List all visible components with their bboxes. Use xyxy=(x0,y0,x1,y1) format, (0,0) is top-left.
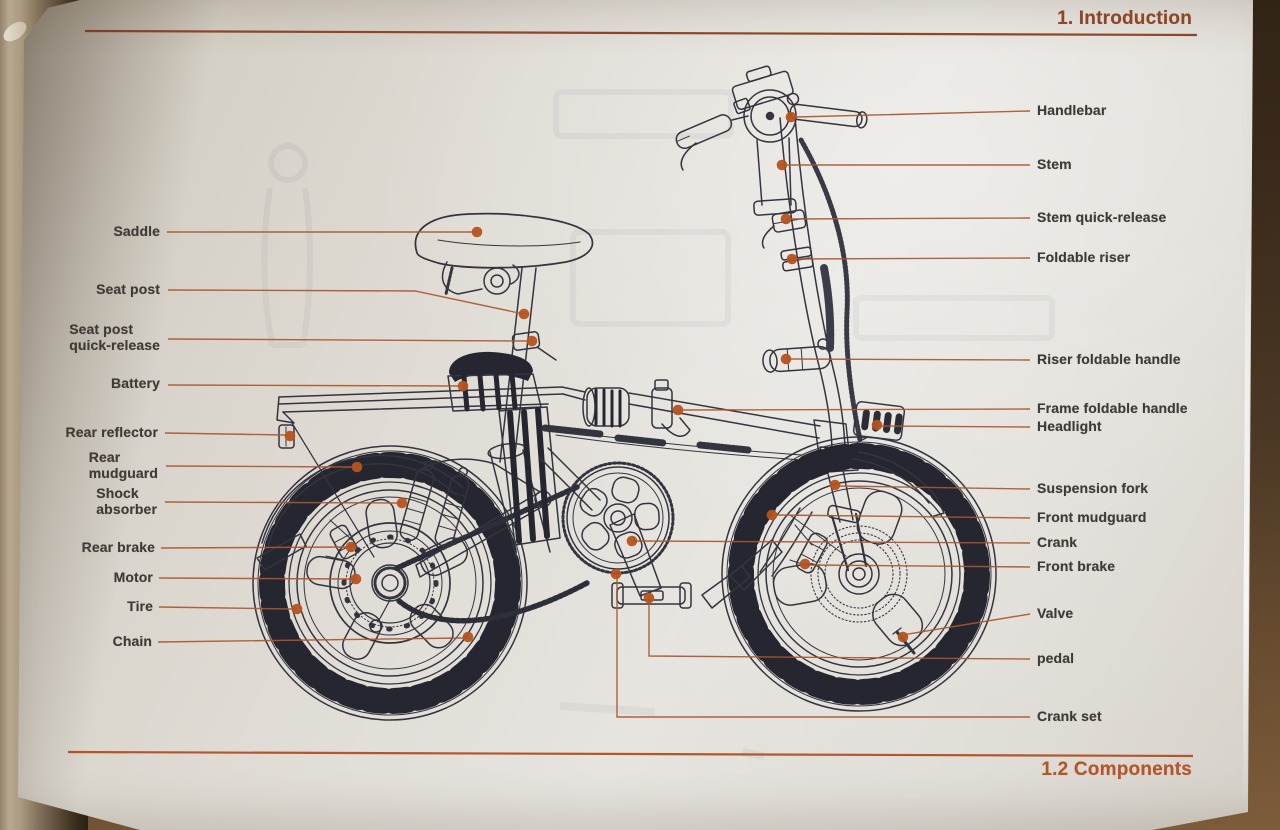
tensioner-wheel xyxy=(369,619,383,633)
part-marker-stem-quick-release xyxy=(780,213,792,225)
headlight-part xyxy=(851,401,906,453)
shock-absorber-right xyxy=(434,466,470,547)
part-label-stem: Stem xyxy=(1037,156,1072,173)
shock-absorber-left xyxy=(399,460,435,541)
part-label-seat-post: Seat post xyxy=(96,281,160,298)
part-label-chain: Chain xyxy=(112,633,152,650)
crank-arm xyxy=(609,513,662,597)
foldable-riser-part xyxy=(761,116,863,449)
hub-motor xyxy=(329,522,451,644)
footer-rule xyxy=(67,750,1194,758)
shock-top-bracket xyxy=(419,458,541,493)
part-label-rear-reflector: Rear reflector xyxy=(65,424,158,441)
part-marker-handlebar xyxy=(785,111,797,123)
part-marker-crank xyxy=(626,535,638,547)
part-label-front-brake: Front brake xyxy=(1037,558,1116,575)
chain-lower xyxy=(396,580,590,624)
part-marker-rear-brake xyxy=(345,541,357,553)
part-marker-pedal xyxy=(643,592,655,604)
frame-folding-hinge xyxy=(582,379,691,437)
part-label-stem-quick-release: Stem quick-release xyxy=(1037,209,1167,226)
down-tube xyxy=(539,447,601,511)
cable-bundle xyxy=(541,424,803,461)
header-rule xyxy=(84,29,1198,37)
part-label-front-mudguard: Front mudguard xyxy=(1037,509,1147,526)
part-marker-battery xyxy=(457,380,469,392)
part-label-crank: Crank xyxy=(1037,534,1078,551)
part-label-saddle: Saddle xyxy=(113,223,160,240)
part-marker-foldable-riser xyxy=(786,253,798,265)
part-marker-suspension-fork xyxy=(829,479,841,491)
part-label-pedal: pedal xyxy=(1037,650,1075,667)
part-marker-rear-reflector xyxy=(284,430,296,442)
part-label-crank-set: Crank set xyxy=(1037,708,1102,725)
front-mudguard-part xyxy=(701,451,945,609)
part-label-suspension-fork: Suspension fork xyxy=(1037,480,1149,497)
part-marker-chain xyxy=(462,631,474,643)
part-label-motor: Motor xyxy=(113,569,153,586)
part-label-frame-foldable-handle: Frame foldable handle xyxy=(1037,400,1188,417)
part-marker-seat-post-quick-release xyxy=(526,335,538,347)
part-label-shock-absorber: Shock absorber xyxy=(96,485,157,517)
part-label-seat-post-quick-release: Seat post quick-release xyxy=(69,321,160,353)
leader-lines xyxy=(157,110,1031,718)
part-label-handlebar: Handlebar xyxy=(1037,102,1107,119)
page-title: 1. Introduction xyxy=(1057,8,1192,29)
part-marker-crank-set xyxy=(610,568,622,580)
part-marker-front-mudguard xyxy=(766,509,778,521)
part-label-battery: Battery xyxy=(111,375,160,392)
saddle-part xyxy=(414,212,594,296)
part-marker-seat-post xyxy=(518,308,530,320)
part-marker-tire xyxy=(291,603,303,615)
battery-part xyxy=(447,351,561,546)
part-marker-motor xyxy=(350,573,362,585)
front-wheel xyxy=(721,436,997,712)
part-marker-front-brake xyxy=(799,558,811,570)
part-marker-riser-foldable-handle xyxy=(780,353,792,365)
part-label-headlight: Headlight xyxy=(1037,418,1102,435)
part-label-tire: Tire xyxy=(127,598,153,615)
part-label-riser-foldable-handle: Riser foldable handle xyxy=(1037,351,1181,368)
part-marker-headlight xyxy=(871,419,883,431)
part-label-rear-mudguard: Rear mudguard xyxy=(88,449,158,481)
chain-tensioner xyxy=(377,599,391,623)
part-label-foldable-riser: Foldable riser xyxy=(1037,249,1131,266)
part-marker-valve xyxy=(897,631,909,643)
part-marker-shock-absorber xyxy=(396,497,408,509)
part-marker-saddle xyxy=(471,226,483,238)
section-title: 1.2 Components xyxy=(1041,759,1192,780)
part-label-valve: Valve xyxy=(1037,605,1074,622)
rear-brake-linkage xyxy=(325,519,353,561)
part-label-rear-brake: Rear brake xyxy=(81,539,155,556)
part-marker-stem xyxy=(776,159,788,171)
handlebar-part xyxy=(675,65,868,216)
part-marker-rear-mudguard xyxy=(351,461,363,473)
part-marker-frame-foldable-handle xyxy=(672,404,684,416)
